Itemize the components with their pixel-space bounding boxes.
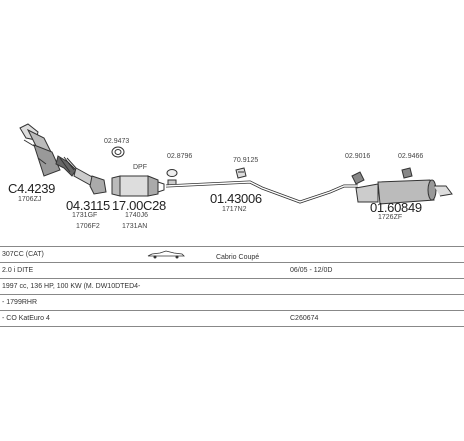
rubber-mount-b-number: 02.9466 [398,153,424,160]
mid-pipe-number: 01.43006 [210,191,262,206]
dpf-label: DPF [133,164,147,171]
info-cell [144,294,288,311]
info-cell: 1997 cc, 136 HP, 100 KW (M. DW10DTED4- [0,278,288,295]
gasket-mid-number: 02.8796 [167,153,193,160]
rubber-mount-b-drawing [401,167,413,179]
info-cell: - 1799RHR [0,294,144,311]
body-type: Cabrio Coupé [215,253,260,261]
info-cell: - CO KatEuro 4 [0,310,144,327]
front-catalyst-number: C4.4239 [8,181,56,196]
exhaust-drawing [19,123,453,205]
info-cell [288,246,464,263]
vehicle-info-table: 307CC (CAT) Cabrio Coupé 2.0 i DITE 06/0… [0,246,464,327]
front-catalyst-ref: 1706ZJ [18,196,42,203]
info-cell: 307CC (CAT) [0,246,144,263]
flex-pipe-ref-1: 1731GF [72,212,98,219]
mid-pipe-drawing [165,180,358,204]
info-cell [144,262,288,279]
info-cell [288,278,464,295]
table-row: 307CC (CAT) Cabrio Coupé [0,246,464,263]
rubber-mount-a-drawing [351,171,365,185]
flex-pipe-drawing [55,155,107,195]
info-cell [288,294,464,311]
rear-silencer-number: 01.60849 [370,200,422,215]
rear-silencer-ref: 1726ZF [378,214,403,221]
info-cell: 2.0 i DITE [0,262,144,279]
clamp-mid-drawing [235,167,247,179]
table-row: - 1799RHR [0,294,464,311]
dpf-ref-1: 1740J6 [125,212,148,219]
clamp-mid-number: 70.9125 [233,157,259,164]
dpf-ref-2: 1731AN [122,223,148,230]
info-cell-icon: Cabrio Coupé [144,246,288,263]
gasket-mid-drawing [166,169,178,187]
exhaust-diagram: C4.4239 1706ZJ 04.3115 1731GF 1706F2 02.… [8,123,453,230]
rear-silencer-drawing [355,179,453,205]
front-catalyst-drawing [19,123,61,177]
flex-pipe-number: 04.3115 [66,198,110,213]
dpf-drawing [111,175,165,197]
convertible-car-icon [147,250,185,258]
table-row: 1997 cc, 136 HP, 100 KW (M. DW10DTED4- [0,278,464,295]
dpf-number: 17.00C28 [112,198,166,213]
flex-pipe-ref-2: 1706F2 [76,223,100,230]
table-row: 2.0 i DITE 06/05 - 12/0D [0,262,464,279]
clamp-top-drawing [111,146,125,158]
info-cell: 06/05 - 12/0D [288,262,464,279]
clamp-top-number: 02.9473 [104,138,130,145]
info-cell [144,310,288,327]
info-cell: C260674 [288,310,464,327]
mid-pipe-ref: 1717N2 [222,206,247,213]
rubber-mount-a-number: 02.9016 [345,153,371,160]
table-row: - CO KatEuro 4 C260674 [0,310,464,327]
